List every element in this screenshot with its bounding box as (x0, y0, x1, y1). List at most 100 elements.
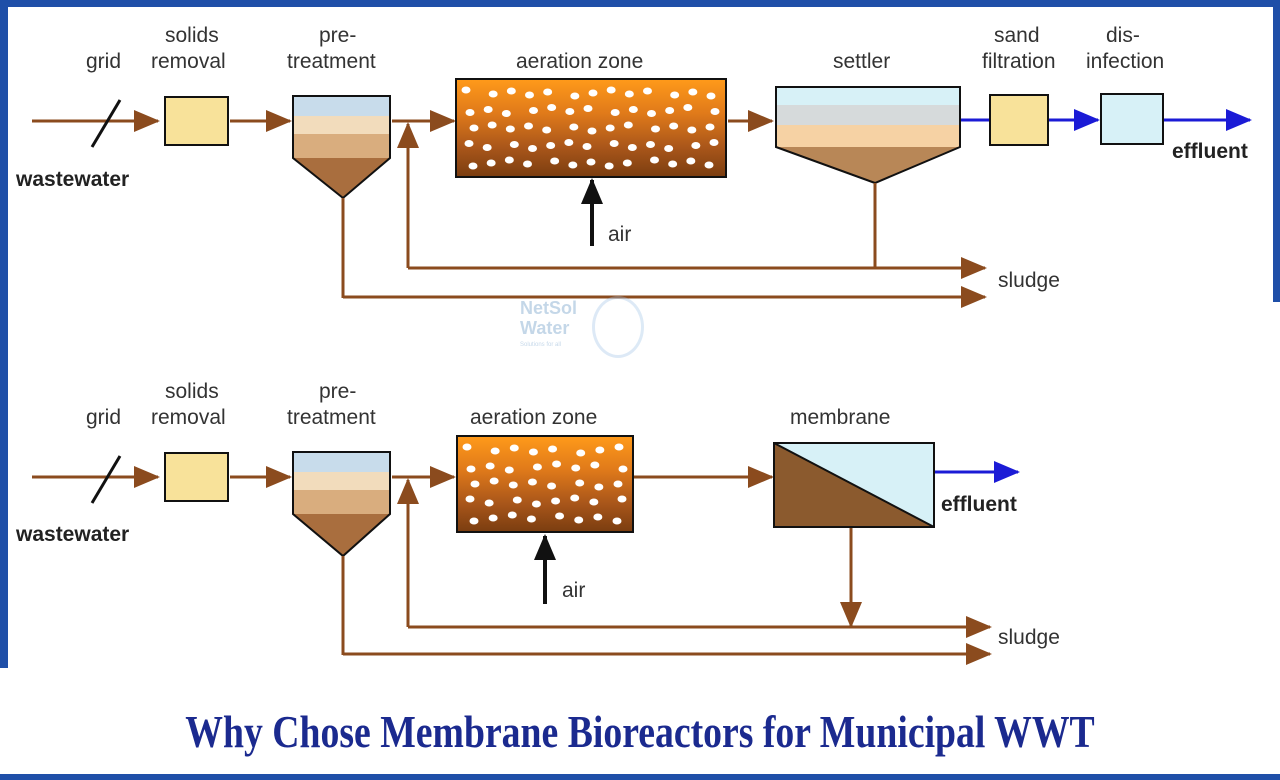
label-solids: solids (165, 24, 219, 47)
air-bubble (490, 447, 500, 455)
label-dis: dis- (1106, 24, 1140, 47)
air-bubble (564, 139, 574, 146)
air-bubble (605, 124, 615, 132)
air-bubble (469, 517, 479, 525)
air-bubble (465, 109, 475, 116)
air-bubble (610, 109, 620, 116)
sand-filtration-box (989, 94, 1049, 146)
air-bubble (622, 159, 632, 167)
air-bubble (706, 92, 716, 100)
label-wastewater: wastewater (15, 168, 129, 191)
air-bubble (529, 107, 538, 114)
air-bubble (650, 156, 659, 164)
label-pre: pre- (319, 380, 356, 403)
label-treatment: treatment (287, 50, 376, 73)
conventional-process: grid solids removal pre- treatment aerat… (15, 24, 1252, 308)
air-bubble (504, 466, 514, 474)
air-bubble (468, 162, 478, 170)
air-bubble (483, 106, 493, 113)
air-bubble (612, 517, 622, 525)
air-bubble (623, 121, 633, 129)
air-bubble (670, 91, 680, 99)
air-bubble (586, 158, 596, 166)
pretreatment-tank (292, 451, 391, 558)
air-bubble (552, 460, 562, 468)
air-bubble (618, 465, 628, 473)
frame-top-border (0, 0, 1280, 7)
label-aeration-zone: aeration zone (470, 406, 597, 429)
air-bubble (565, 108, 575, 115)
frame-bottom-border (0, 774, 1280, 780)
air-bubble (523, 160, 532, 168)
watermark-line1: NetSol (520, 298, 578, 318)
air-bubble (570, 92, 580, 100)
mbr-process: grid solids removal pre- treatment aerat… (15, 380, 1060, 665)
air-bubble (489, 477, 499, 485)
air-bubble (542, 126, 552, 134)
air-bubble (668, 160, 678, 168)
air-bubble (614, 443, 624, 451)
label-treatment: treatment (287, 406, 376, 429)
air-bubble (487, 121, 497, 129)
label-wastewater: wastewater (15, 523, 129, 546)
air-bubble (604, 162, 614, 170)
air-bubble (628, 106, 638, 113)
air-bubble (470, 480, 480, 488)
air-bubble (488, 90, 498, 98)
label-grid: grid (86, 50, 121, 73)
air-bubble (528, 145, 537, 152)
air-bubble (688, 88, 698, 96)
label-pre: pre- (319, 24, 356, 47)
membrane-unit (773, 442, 935, 528)
label-removal: removal (151, 50, 226, 73)
air-bubble (548, 445, 558, 453)
air-bubble (466, 465, 476, 473)
label-infection: infection (1086, 50, 1164, 73)
air-bubble (583, 105, 593, 112)
air-bubble (651, 125, 660, 133)
air-bubble (547, 482, 557, 490)
label-grid: grid (86, 406, 121, 429)
air-bubble (568, 161, 578, 169)
air-bubble (595, 446, 605, 454)
air-bubble (464, 140, 474, 147)
label-effluent: effluent (1172, 140, 1248, 163)
disinfection-box (1100, 93, 1164, 145)
air-bubble (576, 449, 586, 457)
air-bubble (643, 87, 652, 95)
air-bubble (531, 500, 541, 508)
water-drop-icon (592, 296, 644, 358)
air-bubble (669, 122, 679, 130)
settler-tank (775, 86, 961, 185)
air-bubble (486, 159, 496, 167)
air-bubble (571, 464, 581, 472)
air-bubble (546, 142, 556, 149)
air-bubble (588, 89, 598, 97)
air-bubble (547, 104, 557, 111)
air-bubble (509, 444, 519, 452)
air-bubble (705, 123, 715, 131)
air-bubble (508, 481, 518, 489)
aeration-tank (455, 78, 727, 178)
air-bubble (594, 483, 604, 491)
air-bubble (613, 480, 623, 488)
air-bubble (570, 494, 580, 502)
air-bubble (484, 499, 494, 507)
frame-left-border (0, 0, 8, 668)
air-bubble (509, 141, 519, 148)
air-bubble (647, 110, 656, 117)
air-bubble (501, 110, 511, 117)
air-bubble (555, 512, 565, 520)
air-bubble (683, 104, 693, 111)
air-bubble (485, 462, 495, 470)
air-bubble (526, 515, 536, 523)
air-bubble (609, 140, 619, 147)
aeration-tank (456, 435, 634, 533)
air-bubble (593, 513, 603, 521)
air-bubble (465, 495, 475, 503)
air-bubble (624, 90, 634, 98)
air-bubble (575, 479, 585, 487)
grid-symbol (90, 99, 122, 148)
grid-symbol (90, 455, 122, 504)
